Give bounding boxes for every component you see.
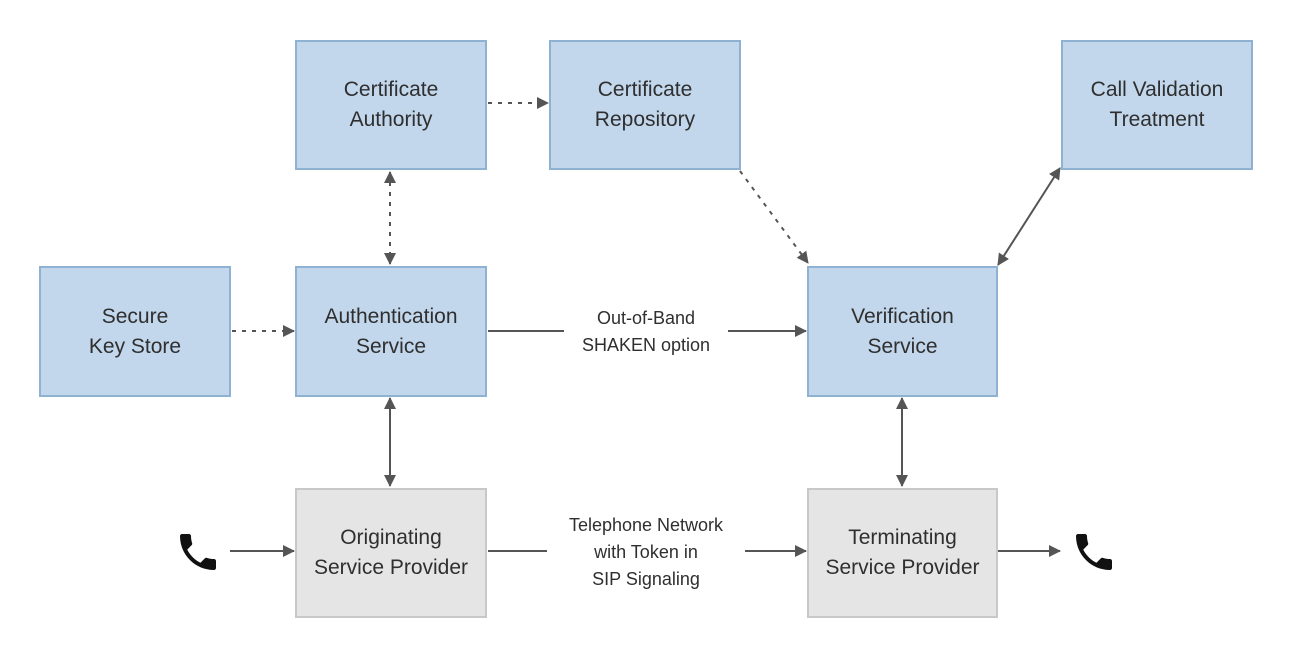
node-label-line: Authority xyxy=(349,108,433,131)
phone-icon xyxy=(180,534,216,570)
node-label-line: Originating xyxy=(340,526,442,549)
node-label-line: Service xyxy=(355,334,427,358)
out-of-band-label: Out-of-Band SHAKEN option xyxy=(564,305,728,359)
node-label-line: Key Store xyxy=(88,334,182,358)
node-label-line: Repository xyxy=(594,108,696,131)
telephone-network-label: Telephone Network with Token in SIP Sign… xyxy=(547,512,745,593)
edge-label-line: Telephone Network xyxy=(568,515,724,535)
certificate-authority-node: Certificate Authority xyxy=(295,40,487,170)
edge-repository-to-verification xyxy=(739,170,809,264)
node-label-line: Certificate xyxy=(343,78,439,101)
node-label-line: Call Validation xyxy=(1090,78,1224,101)
node-label-line: Verification xyxy=(851,304,954,328)
edge-label-line: SHAKEN option xyxy=(581,335,711,355)
edge-verification-to-cvt xyxy=(997,167,1061,266)
terminating-service-provider-node: Terminating Service Provider xyxy=(807,488,998,618)
edge-label-line: SIP Signaling xyxy=(592,569,700,589)
node-label-line: Secure xyxy=(101,304,169,328)
call-validation-treatment-node: Call Validation Treatment xyxy=(1061,40,1253,170)
originating-service-provider-node: Originating Service Provider xyxy=(295,488,487,618)
edge-label-line: Out-of-Band xyxy=(596,308,696,328)
node-label-line: Certificate xyxy=(597,78,693,101)
phone-icon xyxy=(1076,534,1112,570)
secure-key-store-node: Secure Key Store xyxy=(39,266,231,397)
node-label-line: Authentication xyxy=(324,304,458,328)
authentication-service-node: Authentication Service xyxy=(295,266,487,397)
node-label-line: Terminating xyxy=(848,526,957,549)
node-label-line: Service Provider xyxy=(825,556,980,579)
verification-service-node: Verification Service xyxy=(807,266,998,397)
certificate-repository-node: Certificate Repository xyxy=(549,40,741,170)
node-label-line: Service Provider xyxy=(313,556,469,579)
edge-label-line: with Token in xyxy=(594,542,698,562)
node-label-line: Treatment xyxy=(1109,108,1205,131)
node-label-line: Service xyxy=(867,334,938,358)
